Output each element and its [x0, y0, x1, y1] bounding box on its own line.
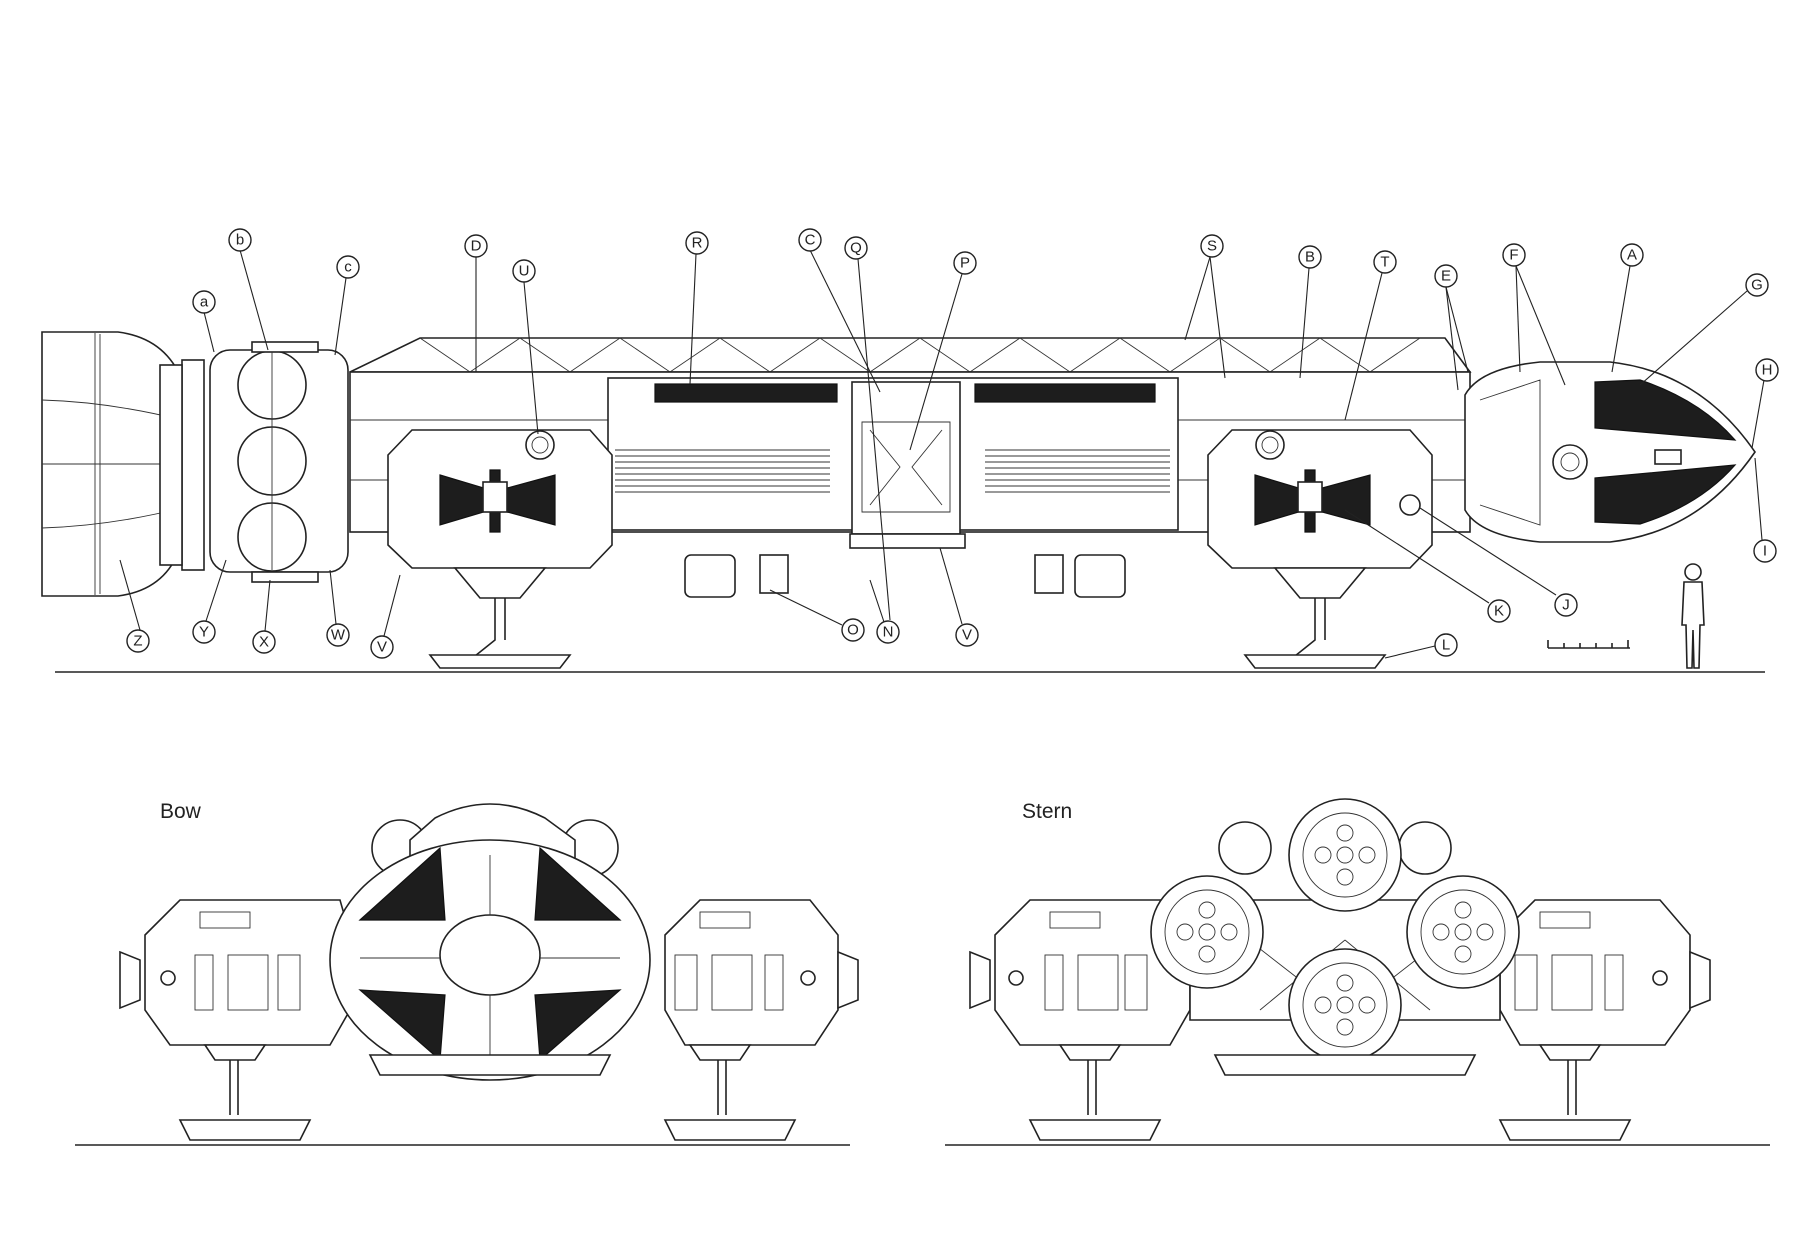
svg-text:X: X	[259, 634, 269, 651]
callout-Y: Y	[192, 559, 227, 644]
svg-text:C: C	[805, 232, 816, 249]
bow-view: Bow	[75, 800, 859, 1146]
svg-text:L: L	[1442, 637, 1450, 654]
svg-text:P: P	[960, 255, 970, 272]
callout-Z: Z	[119, 559, 150, 653]
stern-view: Stern	[945, 798, 1770, 1146]
callout-U: U	[512, 259, 539, 435]
callout-b: b	[228, 228, 269, 351]
svg-text:H: H	[1762, 362, 1773, 379]
svg-text:N: N	[883, 624, 894, 641]
scale-figure	[1547, 563, 1705, 669]
svg-text:Y: Y	[199, 624, 209, 641]
engine-bottom	[1288, 948, 1402, 1062]
callout-D: D	[464, 234, 488, 372]
callout-V1: V	[939, 547, 979, 647]
svg-text:A: A	[1627, 247, 1637, 264]
callout-S: S	[1184, 234, 1226, 379]
callout-O: O	[769, 589, 865, 642]
engine-right	[1406, 875, 1520, 989]
svg-text:W: W	[331, 627, 346, 644]
svg-text:J: J	[1562, 597, 1570, 614]
callout-K: K	[1344, 509, 1511, 623]
callout-W: W	[326, 569, 350, 647]
svg-text:T: T	[1380, 254, 1389, 271]
callout-V: V	[370, 574, 401, 659]
svg-text:V: V	[962, 627, 972, 644]
svg-text:B: B	[1305, 249, 1315, 266]
engine-nozzle	[41, 331, 205, 597]
callout-c: c	[334, 255, 360, 356]
callout-P: P	[909, 251, 977, 451]
passenger-module	[607, 377, 1179, 598]
engine-left	[1150, 875, 1264, 989]
svg-text:Q: Q	[850, 240, 862, 257]
svg-text:F: F	[1509, 247, 1518, 264]
fuel-spheres	[209, 341, 349, 583]
svg-text:U: U	[519, 263, 530, 280]
svg-text:O: O	[847, 622, 859, 639]
svg-text:D: D	[471, 238, 482, 255]
callout-E: E	[1434, 264, 1469, 391]
callout-T: T	[1344, 250, 1397, 421]
callout-X: X	[252, 579, 276, 654]
svg-text:K: K	[1494, 603, 1504, 620]
svg-text:R: R	[692, 235, 703, 252]
svg-text:b: b	[236, 232, 244, 249]
callout-J: J	[1419, 507, 1578, 617]
callout-Q: Q	[844, 236, 891, 621]
svg-text:c: c	[344, 259, 352, 276]
svg-text:I: I	[1763, 543, 1767, 560]
engine-top	[1288, 798, 1402, 912]
callout-R: R	[685, 231, 709, 385]
bow-view-title: Bow	[160, 800, 202, 823]
callout-C: C	[798, 228, 881, 393]
stern-view-title: Stern	[1022, 800, 1072, 823]
svg-text:S: S	[1207, 238, 1217, 255]
svg-text:G: G	[1751, 277, 1763, 294]
callout-N: N	[869, 579, 900, 644]
command-module	[1464, 361, 1756, 543]
callout-H: H	[1751, 358, 1779, 449]
front-landing-pod	[1207, 429, 1433, 669]
callout-B: B	[1298, 245, 1322, 379]
callout-L: L	[1384, 633, 1458, 659]
callout-G: G	[1639, 273, 1769, 386]
rear-landing-pod	[387, 429, 613, 669]
callout-a: a	[192, 290, 216, 353]
side-view: a b c D U R C	[41, 228, 1779, 673]
svg-text:V: V	[377, 639, 387, 656]
svg-text:Z: Z	[133, 633, 142, 650]
callout-I: I	[1753, 457, 1777, 563]
callout-F: F	[1502, 243, 1566, 386]
callout-A: A	[1611, 243, 1644, 373]
svg-text:E: E	[1441, 268, 1451, 285]
svg-text:a: a	[200, 294, 209, 311]
